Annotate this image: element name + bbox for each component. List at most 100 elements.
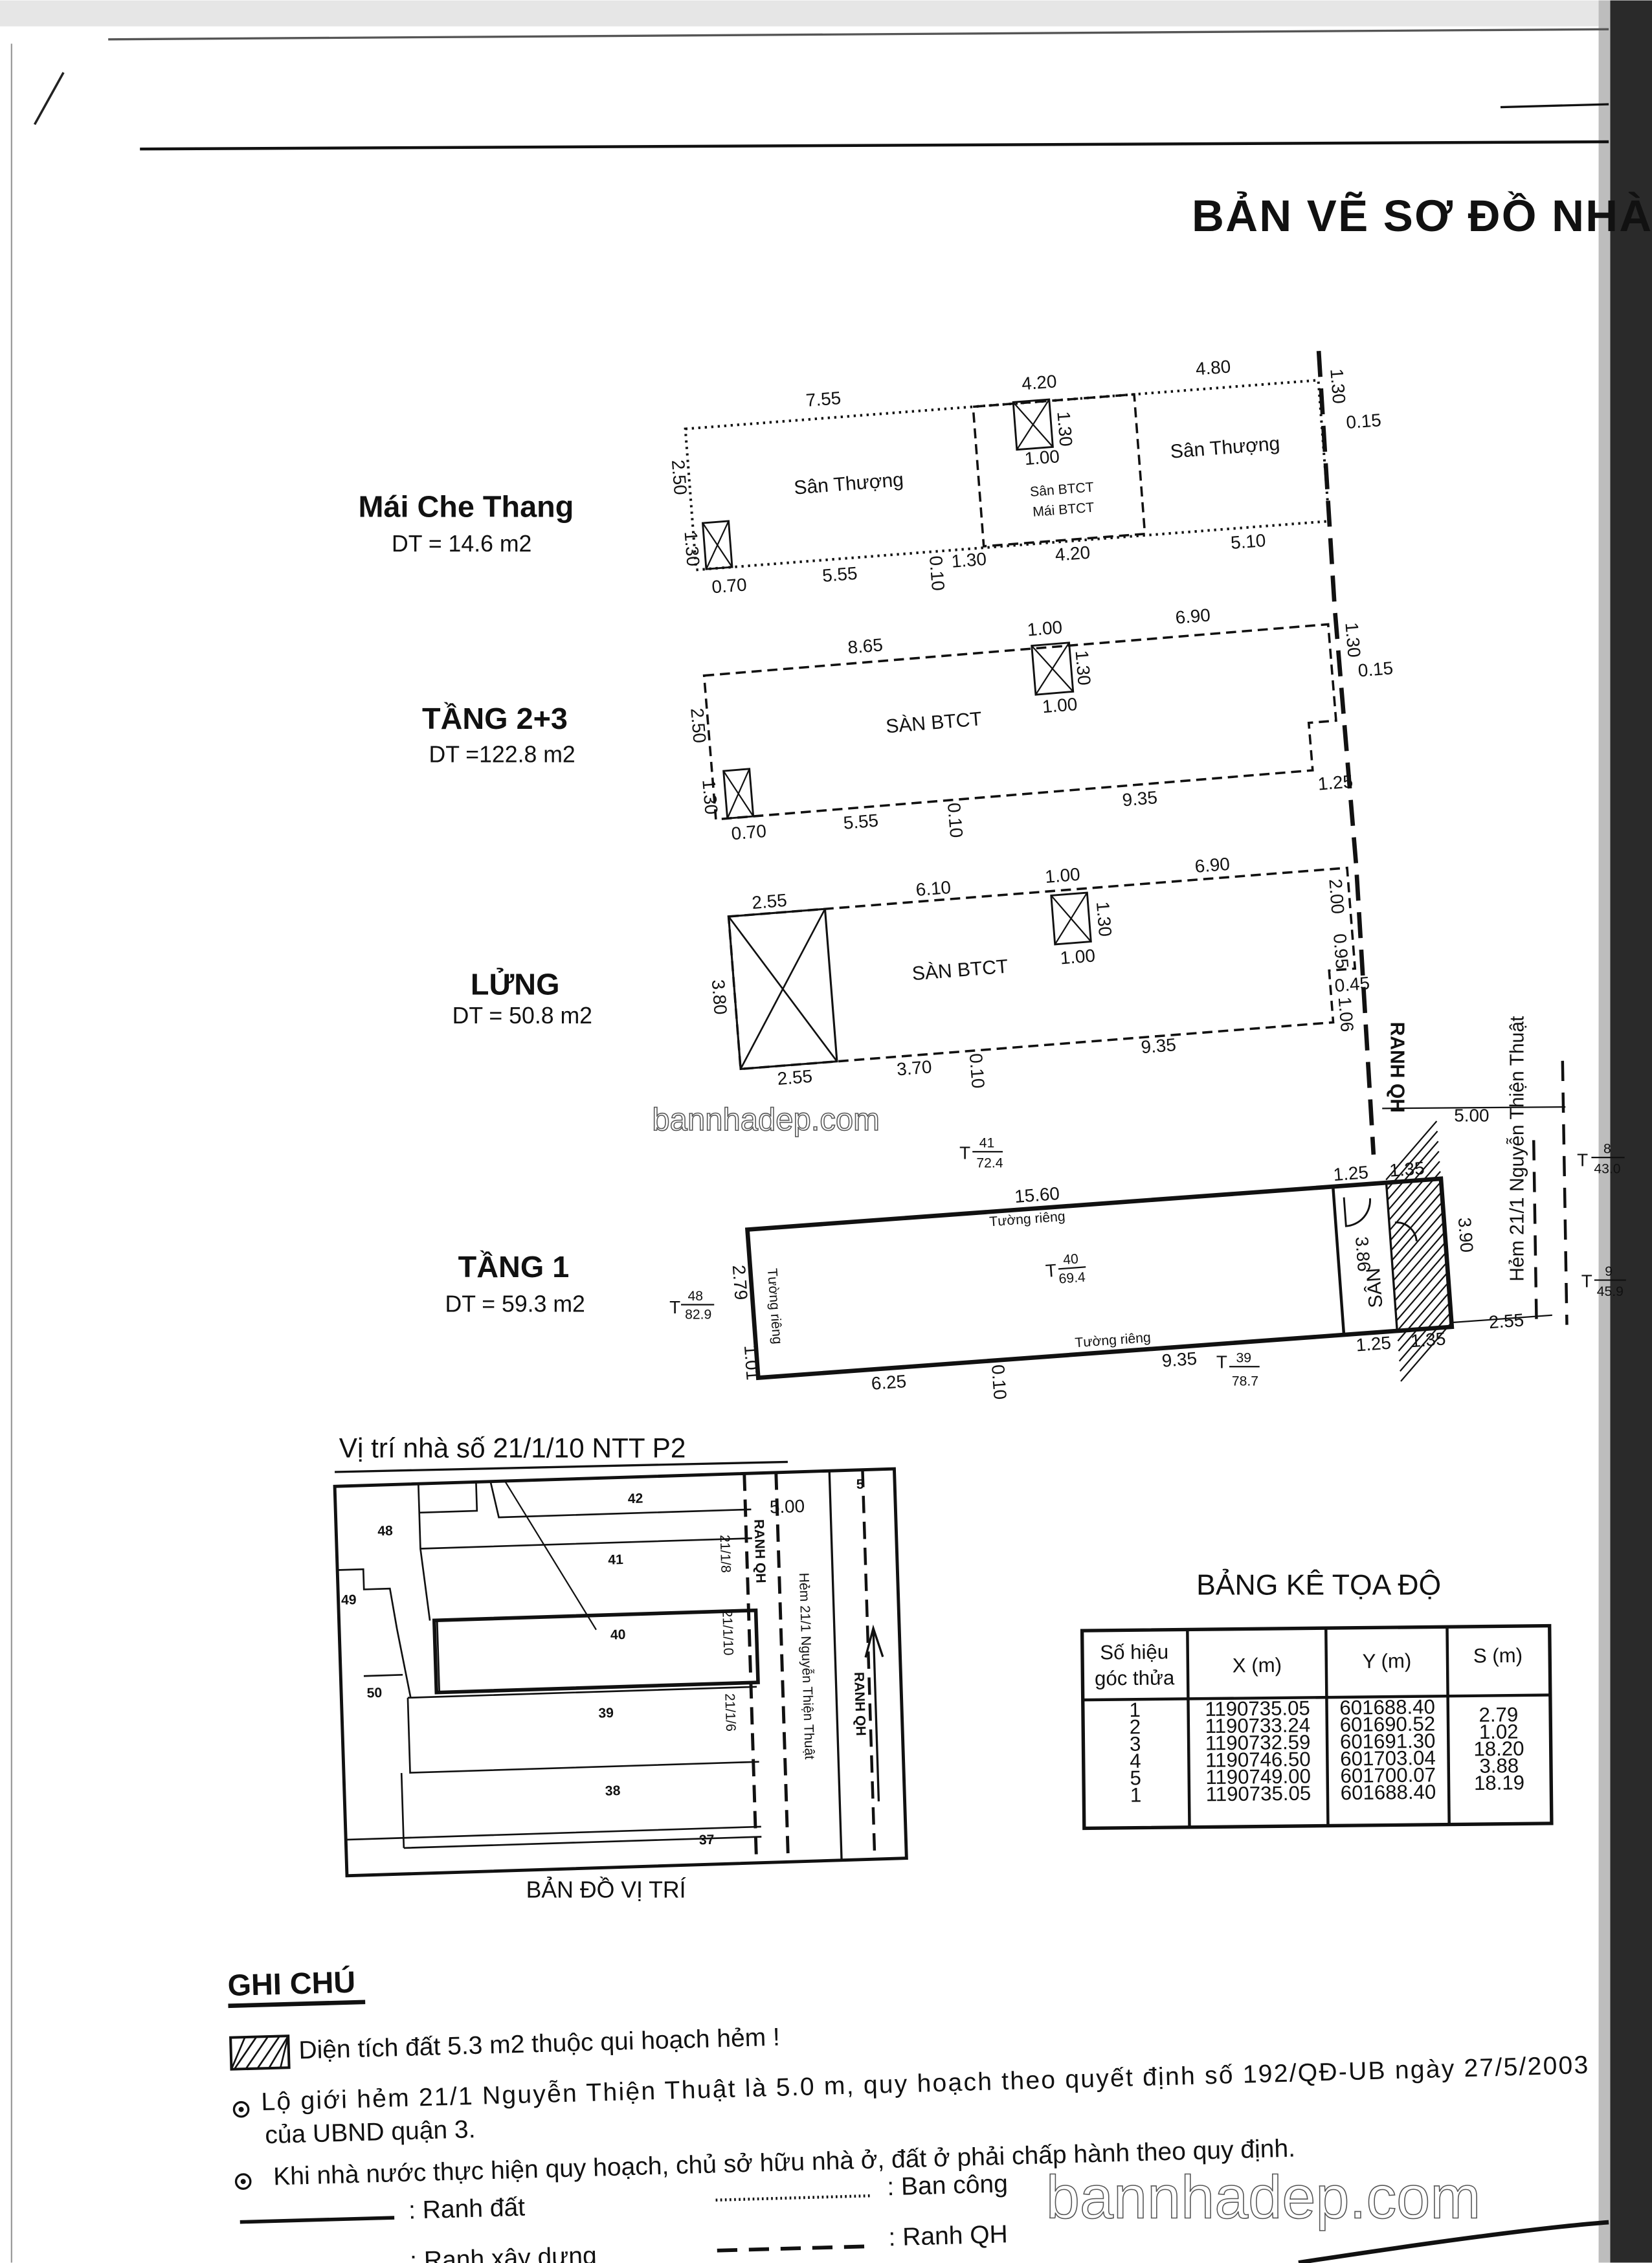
dimension-label: 1.35	[1389, 1158, 1425, 1181]
road-boundary-dashed	[1561, 1060, 1568, 1325]
table-cell-y: 601691.30	[1340, 1730, 1436, 1754]
table-frame	[1080, 1623, 1554, 1831]
lot-number: 50	[366, 1686, 382, 1701]
stair-opening-small-cross	[702, 520, 733, 570]
location-map-frame	[333, 1467, 908, 1878]
road-width-label: 5.00	[769, 1496, 805, 1517]
plan-tang-2-3: SÀN BTCT 8.65 1.00 6.90 1.30 1.00 2.50 1…	[687, 605, 1394, 843]
table-cell-corner-id: 1	[1129, 1699, 1141, 1721]
table-cell-x: 1190746.50	[1205, 1748, 1311, 1772]
location-map: 48 42 41 40 39 38 37 49 50 5 21/1/8 21/1…	[333, 1467, 908, 1878]
lot-number: 37	[699, 1833, 715, 1848]
hatch-line	[230, 2036, 246, 2070]
table-cell-x: 1190735.05	[1206, 1782, 1312, 1806]
legend-solid-line	[240, 2216, 395, 2224]
alley-name-label: Hẻm 21/1 Nguyễn Thiện Thuật	[1507, 1016, 1528, 1282]
dimension-label: 6.90	[1174, 605, 1211, 627]
table-cell-y: 601690.52	[1340, 1712, 1436, 1736]
hatch-line	[1390, 1181, 1442, 1241]
dimension-label: 1.30	[951, 549, 987, 572]
table-cell-s: 18.19	[1474, 1771, 1524, 1794]
stair-opening-small-cross	[722, 768, 754, 819]
dimension-label: 1.25	[1333, 1162, 1369, 1185]
dimension-label: 2.50	[687, 708, 709, 744]
floor-area-lung: DT = 50.8 m2	[452, 1003, 592, 1029]
legend-label-ranh-qh: : Ranh QH	[888, 2220, 1008, 2251]
table-cell-corner-id: 5	[1130, 1767, 1141, 1789]
lot-code: 21/1/6	[722, 1693, 738, 1732]
table-column-divider	[1186, 1629, 1191, 1827]
ranh-qh-map-line-2	[774, 1472, 790, 1862]
stair-opening-cross	[1050, 892, 1092, 945]
road-width-label: 5.00	[1454, 1105, 1489, 1125]
hatch-legend-box	[229, 2034, 291, 2071]
floor-outline	[702, 623, 1337, 821]
dimension-label: 5.55	[843, 810, 880, 833]
header-rule-right	[1500, 103, 1609, 109]
dimension-label: 3.86	[1352, 1236, 1374, 1272]
ranh-qh-map-line	[742, 1473, 759, 1863]
dimension-label: 9.35	[1140, 1034, 1176, 1057]
dimension-label: 1.30	[1072, 649, 1095, 686]
lot-code: 21/1/8	[717, 1535, 733, 1574]
yard-wall	[1332, 1186, 1346, 1335]
lot-marker-number: 41	[979, 1136, 995, 1151]
document-title: BẢN VẼ SƠ ĐỒ NHÀ	[1192, 190, 1652, 241]
planned-alley-hatch-area	[1385, 1120, 1453, 1382]
floor-area-mai-che-thang: DT = 14.6 m2	[392, 531, 531, 557]
lot-code: 21/1/10	[719, 1610, 735, 1656]
hatch-line	[1387, 1141, 1439, 1201]
hatch-line	[268, 2035, 289, 2069]
lot-marker-number: 48	[688, 1289, 704, 1304]
hatch-line	[1389, 1171, 1441, 1231]
lot-number: 41	[608, 1552, 623, 1568]
stair-opening-cross	[1012, 399, 1054, 451]
dimension-label: 3.90	[1455, 1217, 1477, 1253]
watermark: bannhadep.com	[1046, 2163, 1480, 2231]
ranh-qh-label: RANH QH	[751, 1519, 768, 1583]
table-cell-x: 1190749.00	[1205, 1765, 1311, 1789]
lot-marker-9: T 9 45.9	[1581, 1264, 1626, 1299]
table-cell-y: 601688.40	[1339, 1695, 1435, 1719]
table-cell-corner-id: 3	[1130, 1733, 1141, 1756]
hatch-line	[1393, 1231, 1446, 1291]
stair-opening-small	[701, 520, 733, 570]
dimension-label: 1.25	[1317, 771, 1354, 794]
fraction-bar	[1058, 1266, 1086, 1270]
hatch-line	[256, 2035, 280, 2069]
lot-number: 48	[377, 1524, 393, 1539]
dimension-label: 1.00	[1027, 617, 1064, 640]
hatch-line	[1385, 1120, 1438, 1181]
dimension-label: 9.35	[1121, 787, 1158, 810]
lot-marker-number: 39	[1236, 1351, 1251, 1366]
stair-opening	[1012, 398, 1054, 451]
table-cell-corner-id: 4	[1130, 1750, 1141, 1772]
top-scan-edge	[0, 0, 1652, 27]
void-opening-cross	[728, 908, 838, 1070]
hatch-area-border	[1385, 1177, 1453, 1332]
hatch-line	[1394, 1241, 1446, 1302]
lot-marker-prefix: T	[1045, 1260, 1057, 1281]
lot-marker-area: 82.9	[685, 1308, 711, 1322]
table-cell-y: 601703.04	[1340, 1746, 1436, 1770]
table-cell-y: 601700.07	[1340, 1763, 1436, 1787]
legend-long-dash-line	[717, 2244, 872, 2253]
note-road-boundary-cont: của UBND quận 3.	[265, 2115, 476, 2149]
floor-area-tang-2-3: DT =122.8 m2	[429, 741, 575, 767]
lot-marker-area: 78.7	[1232, 1374, 1258, 1388]
dimension-label: 2.79	[729, 1264, 752, 1300]
lot-marker-prefix: T	[959, 1143, 970, 1163]
hatch-line	[1398, 1302, 1451, 1362]
hatch-line	[245, 2036, 269, 2069]
table-header-divider	[1082, 1693, 1550, 1702]
hatch-line	[1392, 1221, 1445, 1281]
lot-marker-prefix: T	[669, 1297, 680, 1317]
dimension-label: 3.80	[708, 979, 731, 1015]
dimension-label: 0.15	[1357, 658, 1394, 680]
dimension-label: 1.00	[1060, 945, 1096, 968]
dimension-label: 1.25	[1356, 1333, 1392, 1355]
lot-marker-prefix: T	[1577, 1150, 1588, 1170]
lot-marker-area: 72.4	[976, 1156, 1003, 1171]
